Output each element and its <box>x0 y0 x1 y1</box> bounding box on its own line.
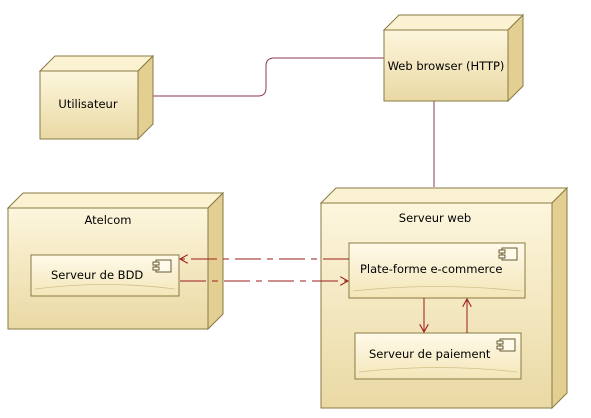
component-icon <box>152 259 172 273</box>
component-plateforme-label: Plate-forme e-commerce <box>360 262 502 276</box>
node-utilisateur[interactable]: Utilisateur <box>38 54 155 141</box>
association-utilisateur-browser <box>152 57 385 97</box>
component-serveur-paiement[interactable]: Serveur de paiement <box>354 332 522 380</box>
component-serveur-bdd[interactable]: Serveur de BDD <box>30 254 180 297</box>
component-icon <box>496 338 516 352</box>
component-plateforme[interactable]: Plate-forme e-commerce <box>348 242 526 299</box>
node-web-browser-label: Web browser (HTTP) <box>388 59 505 73</box>
node-serveur-web-label: Serveur web <box>399 211 471 225</box>
component-serveur-paiement-label: Serveur de paiement <box>369 347 491 361</box>
node-utilisateur-label: Utilisateur <box>58 97 117 111</box>
node-web-browser[interactable]: Web browser (HTTP) <box>382 13 525 103</box>
component-serveur-bdd-label: Serveur de BDD <box>51 268 143 282</box>
node-atelcom-label: Atelcom <box>84 213 131 227</box>
component-icon <box>498 247 518 261</box>
